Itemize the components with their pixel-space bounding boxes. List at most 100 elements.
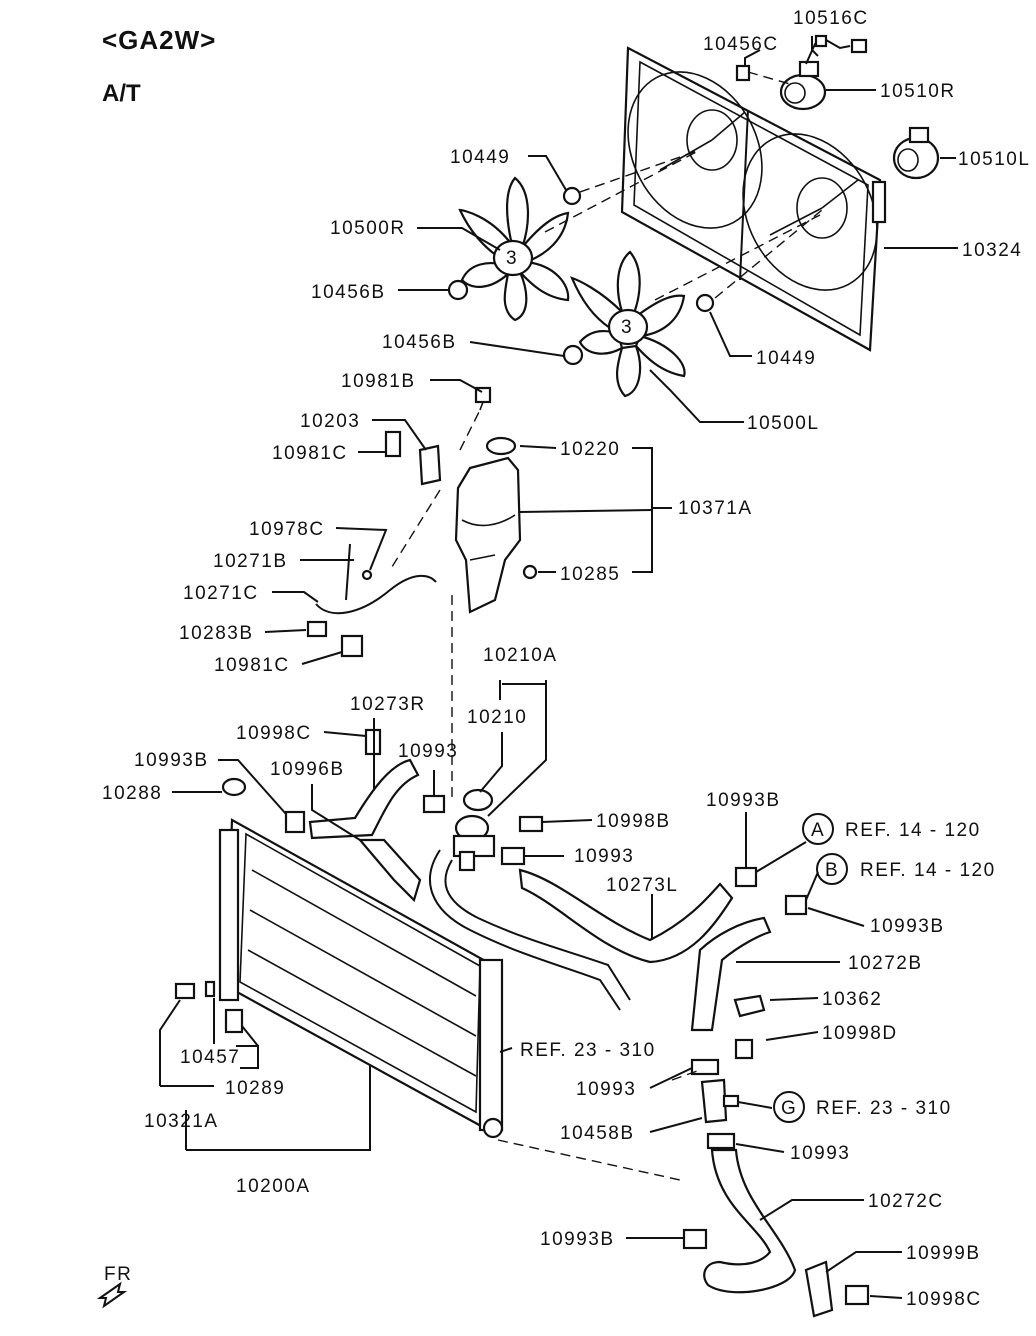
part-label: 10283B [179,623,254,644]
circle-ref-A: A REF. 14 - 120 [802,813,981,845]
part-label: 10220 [560,439,620,460]
part-label: 10510R [880,81,956,102]
part-label: 10273R [350,694,426,715]
bolt-10981C-lower [340,634,364,658]
clip-10456C [735,64,751,82]
bolt-10998D [734,1038,754,1060]
fan-blade-right: 3 [458,176,570,322]
circle-ref-G: G REF. 23 - 310 [773,1091,950,1123]
svg-text:G: G [781,1098,797,1119]
part-label: 10981C [214,655,290,676]
radiator [174,728,504,1139]
svg-text:A: A [811,820,825,841]
bracket-10203 [418,444,442,486]
part-label: 10272B [848,953,923,974]
part-label: 10456B [311,282,386,303]
part-label: 10458B [560,1123,635,1144]
part-label: 10456C [703,34,779,55]
mount-bushing-10289 [224,1008,244,1034]
part-label: 10273L [606,875,678,896]
part-label: 10996B [270,759,345,780]
part-label: 10271C [183,583,259,604]
svg-text:REF. 14 - 120: REF. 14 - 120 [860,860,996,881]
part-label: 10371A [678,498,753,519]
model-code: <GA2W> [102,25,216,55]
nut-10456B-lower [562,344,584,366]
hose-10273R [308,758,420,840]
bracket-10999B [804,1260,834,1318]
reserve-tank [384,386,538,614]
clamp-10993-mid [500,846,526,866]
part-label: 10999B [906,1243,981,1264]
clamp-10362 [733,994,766,1018]
circle-ref-B: B REF. 14 - 120 [816,853,996,885]
fan-motor-right [779,60,827,111]
hose-10272C [703,1148,797,1294]
part-label: 10998C [906,1289,982,1310]
hose-10271C [315,574,437,615]
tank-cap [485,436,517,456]
part-label: 10285 [560,564,620,585]
part-label: 10516C [793,8,869,29]
part-label: 10993B [706,790,781,811]
part-label: 10993 [574,846,634,867]
water-outlet [452,814,496,872]
part-label: 10500R [330,218,406,239]
part-label: 10210 [467,707,527,728]
clamp-10993-low2 [706,1132,736,1150]
hose-10272B [690,916,772,1032]
hose-10271B [345,543,351,601]
part-label: 10993 [576,1079,636,1100]
svg-text:B: B [825,860,839,881]
clip-10978C [361,569,373,581]
part-label: 10449 [450,147,510,168]
svg-text:3: 3 [506,248,518,269]
part-label: 10993B [870,916,945,937]
part-label: 10510L [958,149,1030,170]
drain-plug-10457 [174,982,196,1000]
part-label: 10978C [249,519,325,540]
joint-10458B [700,1078,728,1124]
leader-lines [159,36,958,1299]
part-label: 10321A [144,1111,219,1132]
part-label: 10500L [747,413,819,434]
part-label: 10993B [134,750,209,771]
clip-10285 [522,564,538,580]
cap-10210 [462,788,494,812]
part-label: 10457 [180,1047,240,1068]
part-label: 10289 [225,1078,285,1099]
fan-shroud [620,46,887,352]
svg-text:FR: FR [104,1264,132,1285]
svg-text:3: 3 [621,317,633,338]
part-label: 10998C [236,723,312,744]
bolt-10449-lower [695,293,715,313]
clamp-10993 [422,794,446,814]
part-label: 10981B [341,371,416,392]
cushion-10288 [221,777,247,797]
fan-motor-left [892,126,940,180]
part-label: 10998B [596,811,671,832]
bolt-10981C-upper [384,430,402,458]
part-label: 10993B [540,1229,615,1250]
front-direction-marker: FR [96,1264,132,1309]
part-label: 10271B [213,551,288,572]
part-label: 10210A [483,645,558,666]
svg-text:REF. 14 - 120: REF. 14 - 120 [845,820,981,841]
part-label: 10324 [962,240,1022,261]
hose-10273L [518,868,734,964]
nut-10456B-upper [447,279,469,301]
clamp-10993-low1 [690,1058,720,1076]
clamp-10993B-upper [284,810,306,834]
clamp-10993B-B [784,894,808,916]
part-label: 10993 [398,741,458,762]
part-label: 10203 [300,411,360,432]
bolt-10998B [518,815,544,833]
part-label: 10456B [382,332,457,353]
motor-harness [805,34,868,65]
bolt-10449-upper [562,186,582,206]
bolt-10998C-lower [844,1284,870,1306]
part-label: REF. 23 - 310 [520,1040,656,1061]
part-label: 10362 [822,989,882,1010]
clamp-10993B-low [682,1228,708,1250]
